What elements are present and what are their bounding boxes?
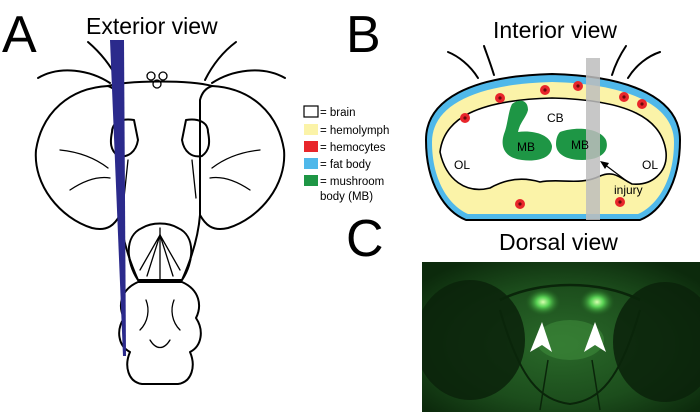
panel-c-letter: C — [346, 210, 384, 268]
label-ol-right: OL — [642, 158, 658, 172]
legend-swatch-hemolymph — [304, 124, 318, 135]
legend-item-mushroom-body: = mushroom body (MB) — [304, 175, 384, 203]
label-injury: injury — [614, 183, 643, 197]
panel-c-title: Dorsal view — [499, 229, 618, 255]
panel-b-title: Interior view — [493, 17, 617, 43]
dorsal-micrograph — [422, 262, 700, 412]
injury-arrow-head — [600, 161, 609, 169]
legend-swatch-fat-body — [304, 158, 318, 169]
legend-item-hemolymph: = hemolymph — [304, 124, 389, 137]
injury-arrow — [603, 163, 629, 183]
hemocytes — [460, 81, 647, 209]
legend-swatch-brain — [303, 105, 319, 118]
arrowhead-left-icon — [530, 322, 552, 352]
panel-b: B Interior view — [346, 6, 681, 221]
legend-swatch-mushroom-body — [304, 175, 318, 186]
injection-needle — [110, 40, 126, 356]
legend-swatch-hemocytes — [304, 141, 318, 152]
label-cb: CB — [547, 111, 564, 125]
legend-label-brain: = brain — [320, 107, 355, 119]
legend-item-fat-body: = fat body — [304, 158, 371, 171]
panel-a-letter: A — [2, 6, 37, 64]
legend-label-mushroom-body-2: body (MB) — [320, 191, 373, 203]
legend-label-hemolymph: = hemolymph — [320, 125, 389, 137]
panel-c: C Dorsal view — [346, 210, 700, 412]
legend-label-hemocytes: = hemocytes — [320, 142, 386, 154]
legend-item-hemocytes: = hemocytes — [304, 141, 386, 154]
brain-cross-section: CB MB MB OL OL injury — [425, 45, 681, 221]
label-mb-left: MB — [517, 140, 535, 154]
legend-label-mushroom-body: = mushroom — [320, 176, 384, 188]
label-ol-left: OL — [454, 158, 470, 172]
legend-label-fat-body: = fat body — [320, 159, 371, 171]
label-mb-right: MB — [571, 138, 589, 152]
legend-item-brain: = brain — [303, 105, 355, 119]
panel-a-title: Exterior view — [86, 13, 218, 39]
injury-track — [586, 58, 600, 220]
fly-head-exterior-drawing — [34, 41, 286, 385]
panel-b-letter: B — [346, 6, 381, 64]
arrowhead-right-icon — [584, 322, 606, 352]
mushroom-body-left — [502, 100, 552, 161]
panel-a: A Exterior view — [2, 6, 286, 385]
brain — [439, 97, 667, 191]
legend: = brain = hemolymph = hemocytes = fat bo… — [303, 105, 389, 203]
